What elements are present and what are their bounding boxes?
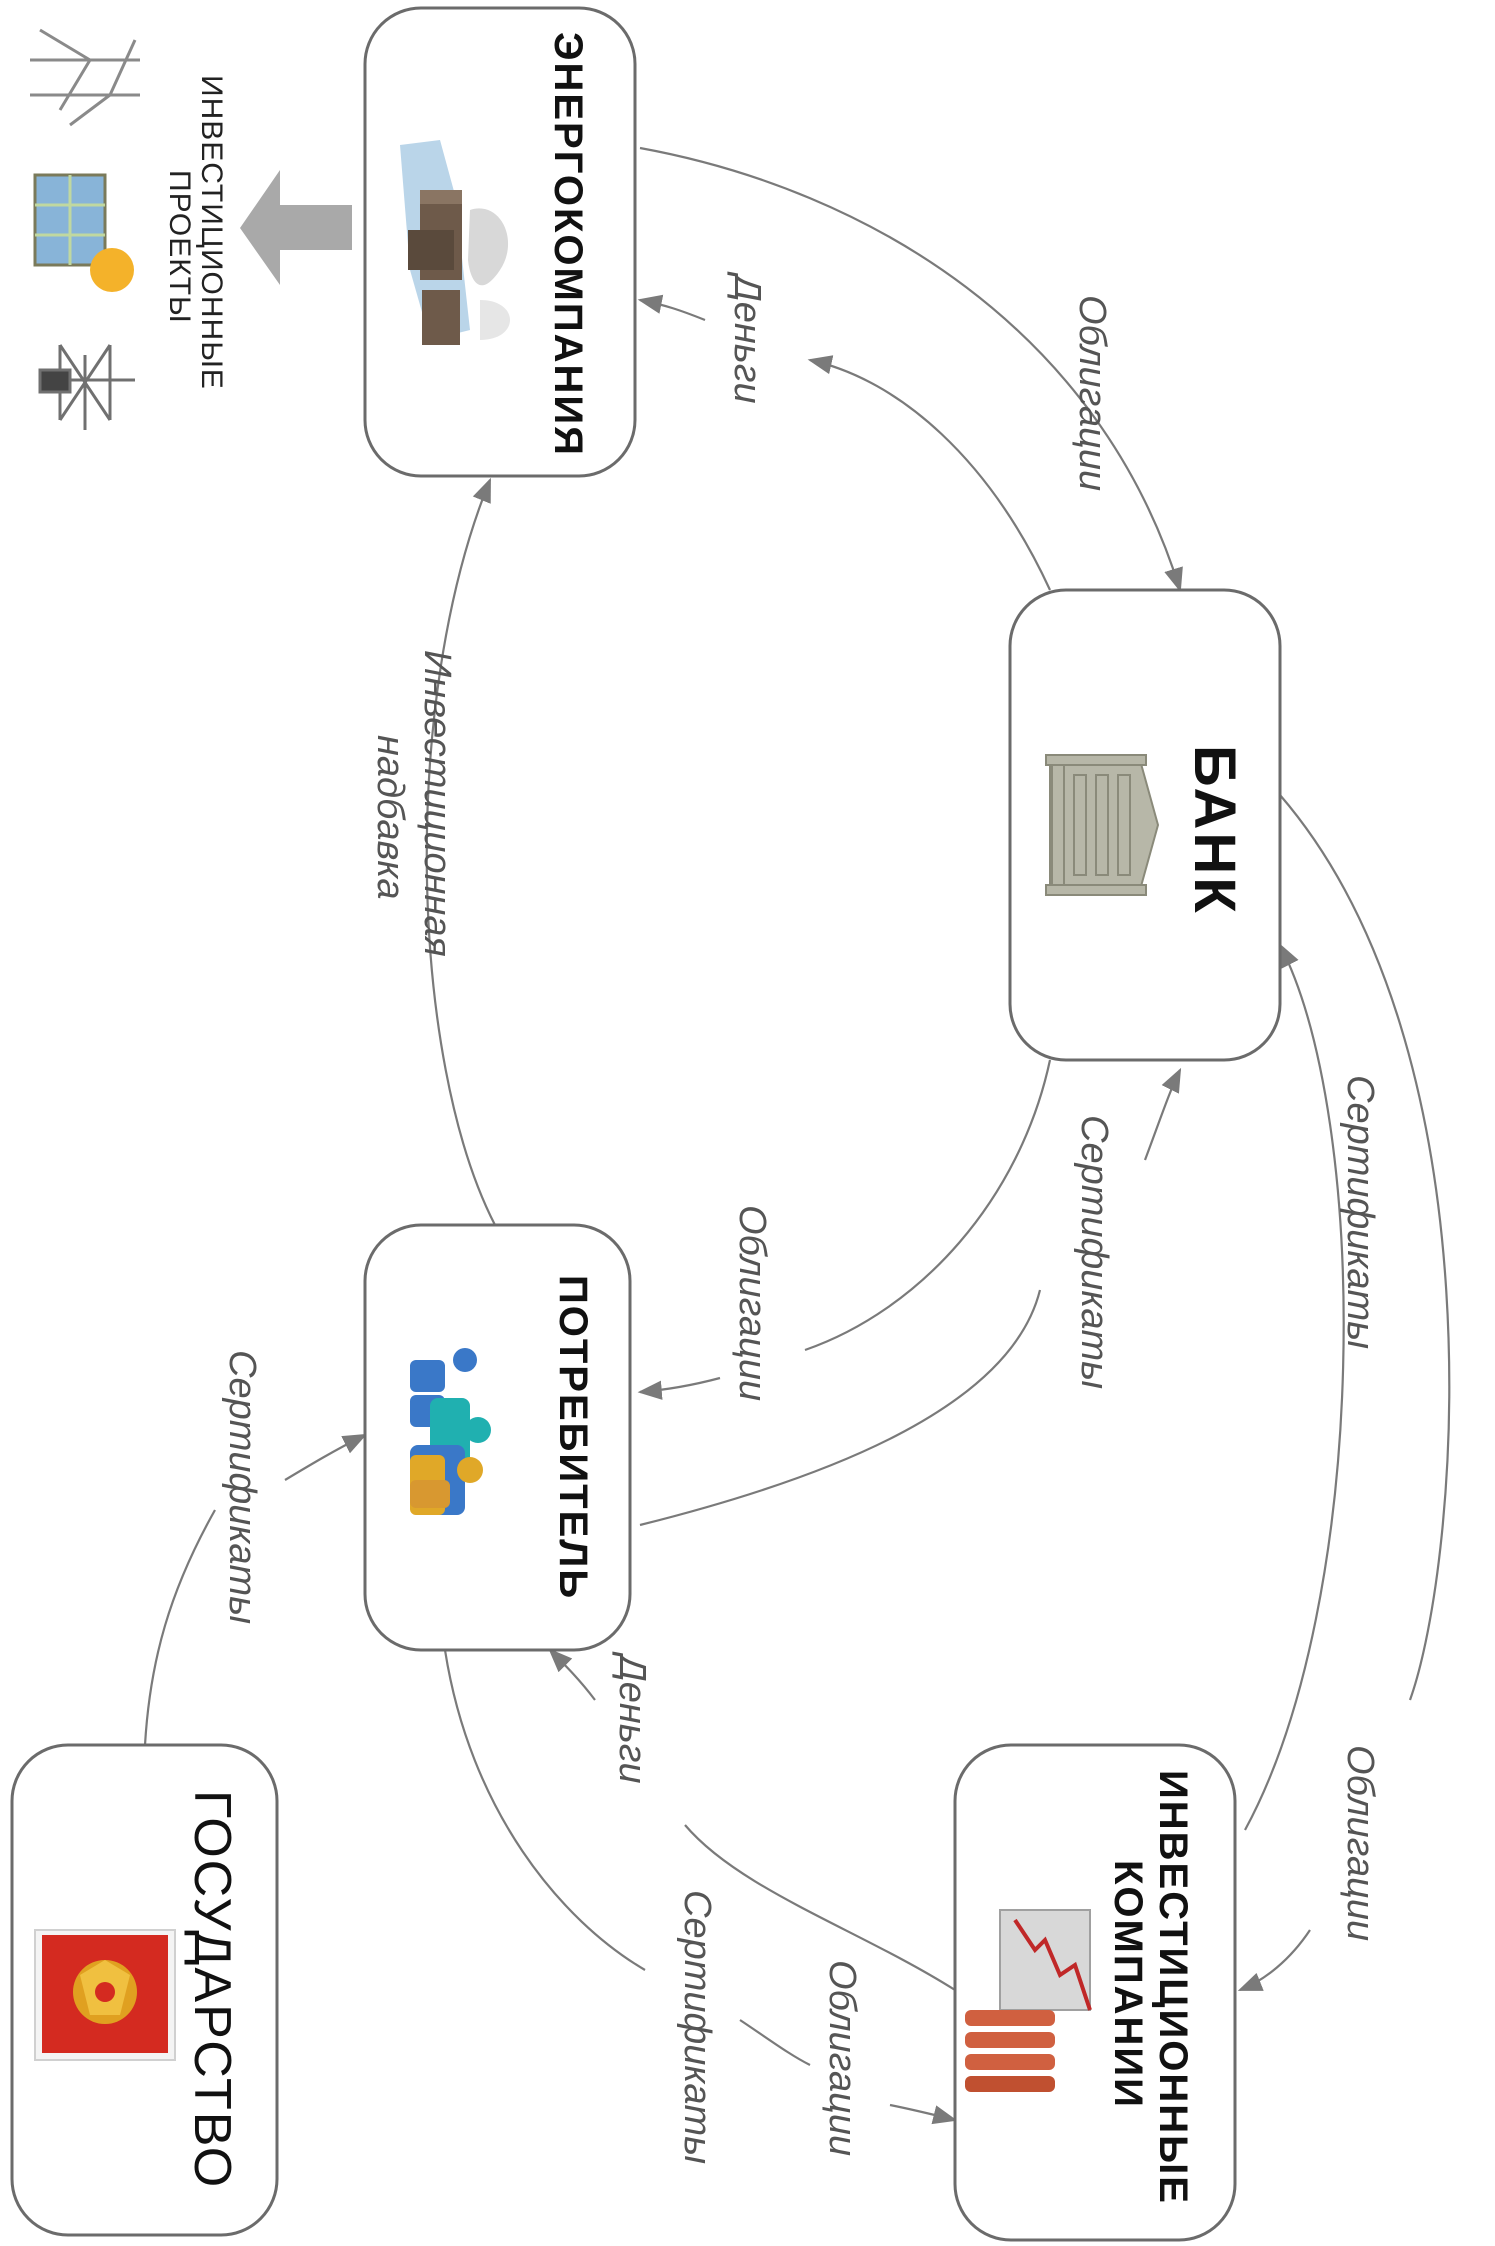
- edge-labels: Облигации Деньги Инвестиционная надбавка…: [221, 271, 1381, 2164]
- bank-building-icon: [1045, 754, 1160, 896]
- label-bank-to-energy: Деньги: [726, 271, 768, 404]
- arrow-consumer-to-bank: [639, 1289, 1042, 1527]
- node-state-title: ГОСУДАРСТВО: [183, 1790, 241, 2189]
- power-line-tower-icon: [38, 344, 135, 430]
- node-investment-companies-line2: КОМПАНИИ: [1106, 1860, 1150, 2109]
- people-group-icon: [410, 1348, 491, 1515]
- label-consumer-to-invest-certs: Сертификаты: [676, 1890, 718, 2164]
- arrow-state-to-consumer: [143, 1509, 216, 1746]
- stock-chart-icon: [965, 1909, 1092, 2092]
- arrow-state-to-consumer-tail: [284, 1433, 368, 1481]
- label-consumer-to-energy-1: Инвестиционная: [416, 650, 458, 957]
- label-energy-to-bank: Облигации: [1071, 295, 1113, 491]
- arrow-bank-to-invest-tail: [1237, 1929, 1311, 1992]
- arrow-bank-to-energy: [807, 355, 1051, 591]
- label-consumer-to-bank: Сертификаты: [1073, 1115, 1115, 1389]
- node-investment-companies: ИНВЕСТИЦИОННЫЕ КОМПАНИИ: [953, 1743, 1237, 2242]
- solar-panel-icon: [33, 173, 134, 292]
- node-consumer: ПОТРЕБИТЕЛЬ: [363, 1223, 632, 1652]
- label-bank-to-consumer: Облигации: [731, 1205, 773, 1401]
- node-energy-company-title: ЭНЕРГОКОМПАНИЯ: [546, 32, 590, 457]
- arrow-bank-to-consumer-tail: [637, 1376, 721, 1400]
- label-state-to-consumer: Сертификаты: [221, 1350, 263, 1624]
- investment-projects-line1: ИНВЕСТИЦИОННЫЕ: [195, 75, 228, 390]
- label-bank-to-invest: Облигации: [1339, 1745, 1381, 1941]
- investment-projects-line2: ПРОЕКТЫ: [163, 170, 196, 324]
- arrow-energy-to-bank: [639, 146, 1183, 593]
- node-consumer-title: ПОТРЕБИТЕЛЬ: [551, 1275, 595, 1600]
- arrow-bank-to-invest: [1279, 794, 1451, 1701]
- arrow-bank-to-consumer: [804, 1059, 1052, 1352]
- node-state: ГОСУДАРСТВО: [10, 1743, 279, 2237]
- arrow-to-projects: [240, 170, 352, 285]
- power-plant-icon: [400, 140, 510, 345]
- label-invest-to-consumer: Деньги: [611, 1651, 653, 1784]
- arrow-bank-to-energy-tail: [637, 294, 706, 322]
- node-investment-companies-line1: ИНВЕСТИЦИОННЫЕ: [1151, 1770, 1195, 2205]
- node-energy-company: ЭНЕРГОКОМПАНИЯ: [363, 6, 637, 478]
- arrow-invest-to-consumer-tail: [548, 1648, 596, 1701]
- coat-of-arms-icon: [34, 1929, 176, 2061]
- arrow-invest-to-bank: [1244, 942, 1345, 1831]
- arrow-invest-to-consumer: [684, 1824, 956, 1991]
- label-consumer-to-invest-bonds: Облигации: [821, 1960, 863, 2156]
- investment-projects: ИНВЕСТИЦИОННЫЕ ПРОЕКТЫ: [30, 28, 352, 430]
- label-consumer-to-energy-2: надбавка: [369, 735, 411, 899]
- node-bank-title: БАНК: [1182, 745, 1247, 916]
- arrow-consumer-to-energy: [425, 477, 496, 1226]
- arrow-consumer-to-invest-bonds: [889, 2103, 958, 2125]
- connectors: [143, 146, 1451, 2125]
- label-invest-to-bank: Сертификаты: [1339, 1075, 1381, 1349]
- arrow-consumer-to-bank-tail: [1143, 1067, 1182, 1161]
- wind-turbine-icon: [30, 28, 140, 127]
- arrow-consumer-to-invest-certs: [443, 1649, 646, 1971]
- arrow-consumer-to-invest-certs-tail: [739, 2019, 811, 2066]
- node-bank: БАНК: [1008, 588, 1282, 1062]
